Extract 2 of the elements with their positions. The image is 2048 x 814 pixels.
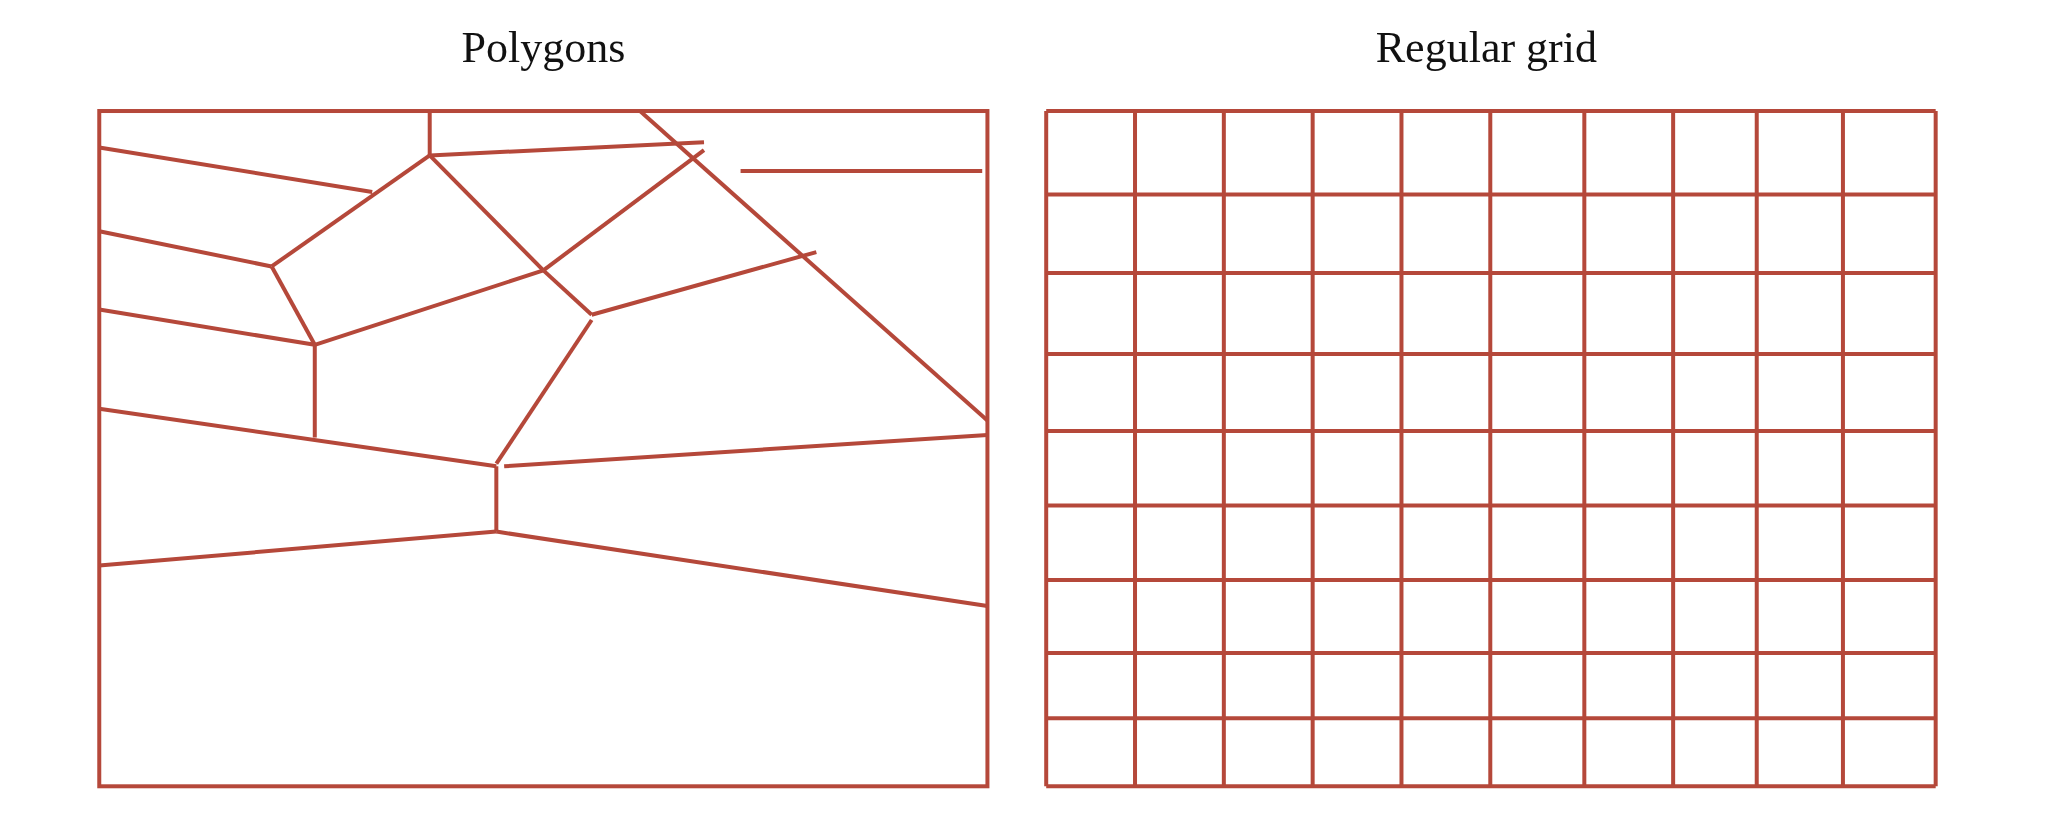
panel-title: Polygons (461, 22, 626, 73)
panel-title: Regular grid (1375, 22, 1597, 73)
